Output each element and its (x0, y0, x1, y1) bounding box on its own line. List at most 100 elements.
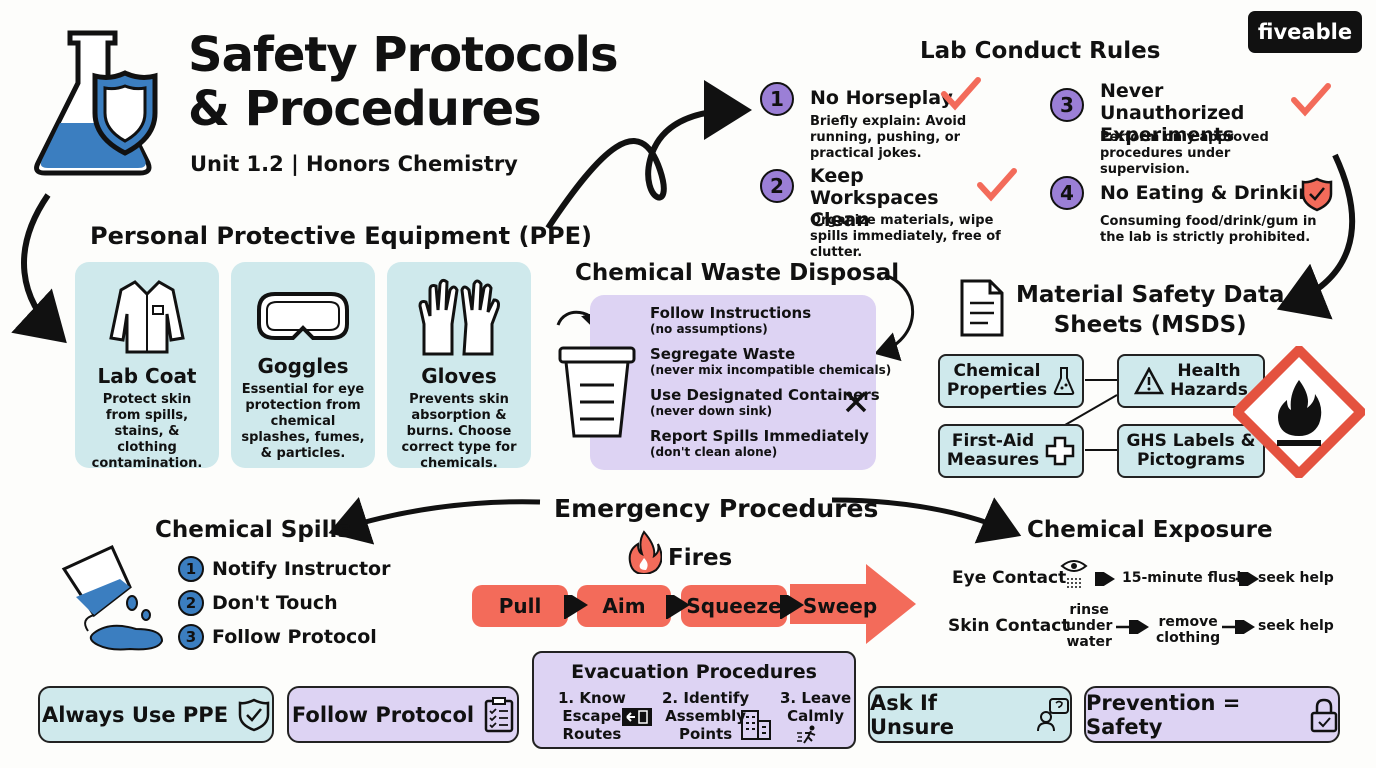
brand-text: fiveable (1257, 20, 1353, 44)
checkmark-icon (1290, 82, 1332, 118)
footer-label: Ask If Unsure (870, 690, 955, 739)
rule-title: No Horseplay (810, 87, 953, 109)
ppe-card-lab-coat: Lab Coat Protect skin from spills, stain… (75, 262, 219, 471)
skin-contact-label: Skin Contact (948, 616, 1070, 636)
waste-heading: Chemical Waste Disposal (575, 260, 900, 286)
rule-number: 1 (760, 82, 794, 116)
spill-step-label: Don't Touch (212, 592, 338, 614)
msds-ghs-labels: GHS Labels &Pictograms (1117, 424, 1265, 478)
flask-icon (1053, 366, 1075, 396)
waste-item-title: Report Spills Immediately (650, 427, 869, 445)
waste-item-title: Segregate Waste (650, 345, 796, 363)
flame-pictogram-icon (1233, 346, 1365, 478)
rule-text: Perform only approved procedures under s… (1100, 130, 1269, 177)
spill-step-label: Notify Instructor (212, 558, 391, 580)
pass-arrow-background (790, 564, 920, 644)
ppe-card-text: Protect skin from spills, stains, & clot… (91, 392, 203, 471)
spills-steps: 1 Notify Instructor 2 Don't Touch 3 Follow … (178, 552, 390, 654)
footer-always-use-ppe: Always Use PPE (38, 686, 274, 743)
ppe-card-text: Prevents skin absorption & burns. Choose… (401, 392, 517, 471)
shield-check-icon (238, 698, 270, 732)
fire-step-pull: Pull (472, 585, 568, 627)
msds-heading: Material Safety Data Sheets (MSDS) (1016, 282, 1285, 338)
waste-item-sub: (no assumptions) (650, 322, 768, 336)
question-person-icon (1036, 697, 1070, 733)
skin-step-3: seek help (1258, 618, 1334, 634)
rule-number: 4 (1050, 176, 1084, 210)
spill-step-label: Follow Protocol (212, 626, 377, 648)
waste-item-title: Use Designated Containers (650, 386, 880, 404)
arrow-icon (1116, 620, 1149, 634)
title-flask-shield-icon (30, 28, 160, 178)
spill-step-number: 1 (178, 556, 204, 582)
rule-title: Never Unauthorized Experiments (1100, 80, 1245, 146)
spills-heading: Chemical Spills (155, 517, 352, 543)
spill-step: 1 Notify Instructor (178, 552, 390, 586)
footer-prevention-safety: Prevention = Safety (1084, 686, 1340, 743)
footer-ask-if-unsure: Ask If Unsure (868, 686, 1072, 743)
waste-item-title: Follow Instructions (650, 304, 812, 322)
eye-contact-row: Eye Contact 15-minute flush seek help (952, 560, 1352, 592)
eye-step-2: seek help (1258, 570, 1334, 586)
ppe-card-goggles: Goggles Essential for eye protection fro… (231, 262, 375, 468)
rule-number: 2 (760, 169, 794, 203)
evacuation-heading: Evacuation Procedures (571, 661, 817, 683)
spill-step-number: 2 (178, 590, 204, 616)
waste-item-sub: (never mix incompatible chemicals) (650, 363, 892, 377)
first-aid-cross-icon (1045, 436, 1075, 466)
fire-icon (626, 530, 662, 574)
fiveable-logo: fiveable (1248, 11, 1362, 53)
rule-title: Keep Workspaces Clean (810, 165, 939, 231)
arrow-icon (1095, 572, 1115, 586)
fires-heading: Fires (668, 545, 733, 571)
arrow-icon (1222, 620, 1255, 634)
walking-person-icon (796, 725, 820, 745)
ppe-card-title: Gloves (421, 364, 497, 388)
waste-item-sub: (don't clean alone) (650, 445, 778, 459)
building-icon (738, 705, 772, 741)
spill-step-number: 3 (178, 624, 204, 650)
page-title: Safety Protocols & Procedures (188, 27, 619, 137)
fire-step-squeeze: Squeeze (681, 585, 787, 627)
document-icon (958, 277, 1006, 339)
lab-coat-icon (107, 276, 187, 356)
footer-follow-protocol: Follow Protocol (287, 686, 519, 743)
gloves-icon (414, 276, 504, 356)
waste-item-2: Segregate Waste (never mix incompatible … (650, 345, 892, 378)
footer-label: Follow Protocol (291, 702, 475, 727)
footer-label: Always Use PPE (41, 702, 229, 727)
waste-item-sub: (never down sink) (650, 404, 773, 418)
waste-item-1: Follow Instructions (no assumptions) (650, 304, 812, 337)
ppe-card-title: Goggles (257, 354, 349, 378)
waste-bin-icon (556, 340, 638, 440)
footer-label: Prevention = Safety (1086, 690, 1241, 739)
rule-text: Consuming food/drink/gum in the lab is s… (1100, 214, 1317, 245)
exposure-heading: Chemical Exposure (1027, 517, 1273, 543)
eyewash-icon (1060, 556, 1088, 592)
arrow-icon (1236, 572, 1259, 586)
eye-contact-label: Eye Contact (952, 568, 1067, 588)
checkmark-icon (940, 76, 982, 112)
ppe-card-text: Essential for eye protection from chemic… (241, 382, 365, 461)
rule-text: Briefly explain: Avoid running, pushing,… (810, 114, 967, 161)
spill-step: 2 Don't Touch (178, 586, 390, 620)
ppe-card-title: Lab Coat (97, 364, 197, 388)
spill-step: 3 Follow Protocol (178, 620, 390, 654)
ppe-heading: Personal Protective Equipment (PPE) (90, 222, 592, 250)
ppe-card-gloves: Gloves Prevents skin absorption & burns.… (387, 262, 531, 471)
rule-number: 3 (1050, 88, 1084, 122)
emergency-heading: Emergency Procedures (554, 494, 879, 523)
warning-icon (1134, 367, 1165, 395)
shield-warning-icon (1300, 176, 1334, 212)
